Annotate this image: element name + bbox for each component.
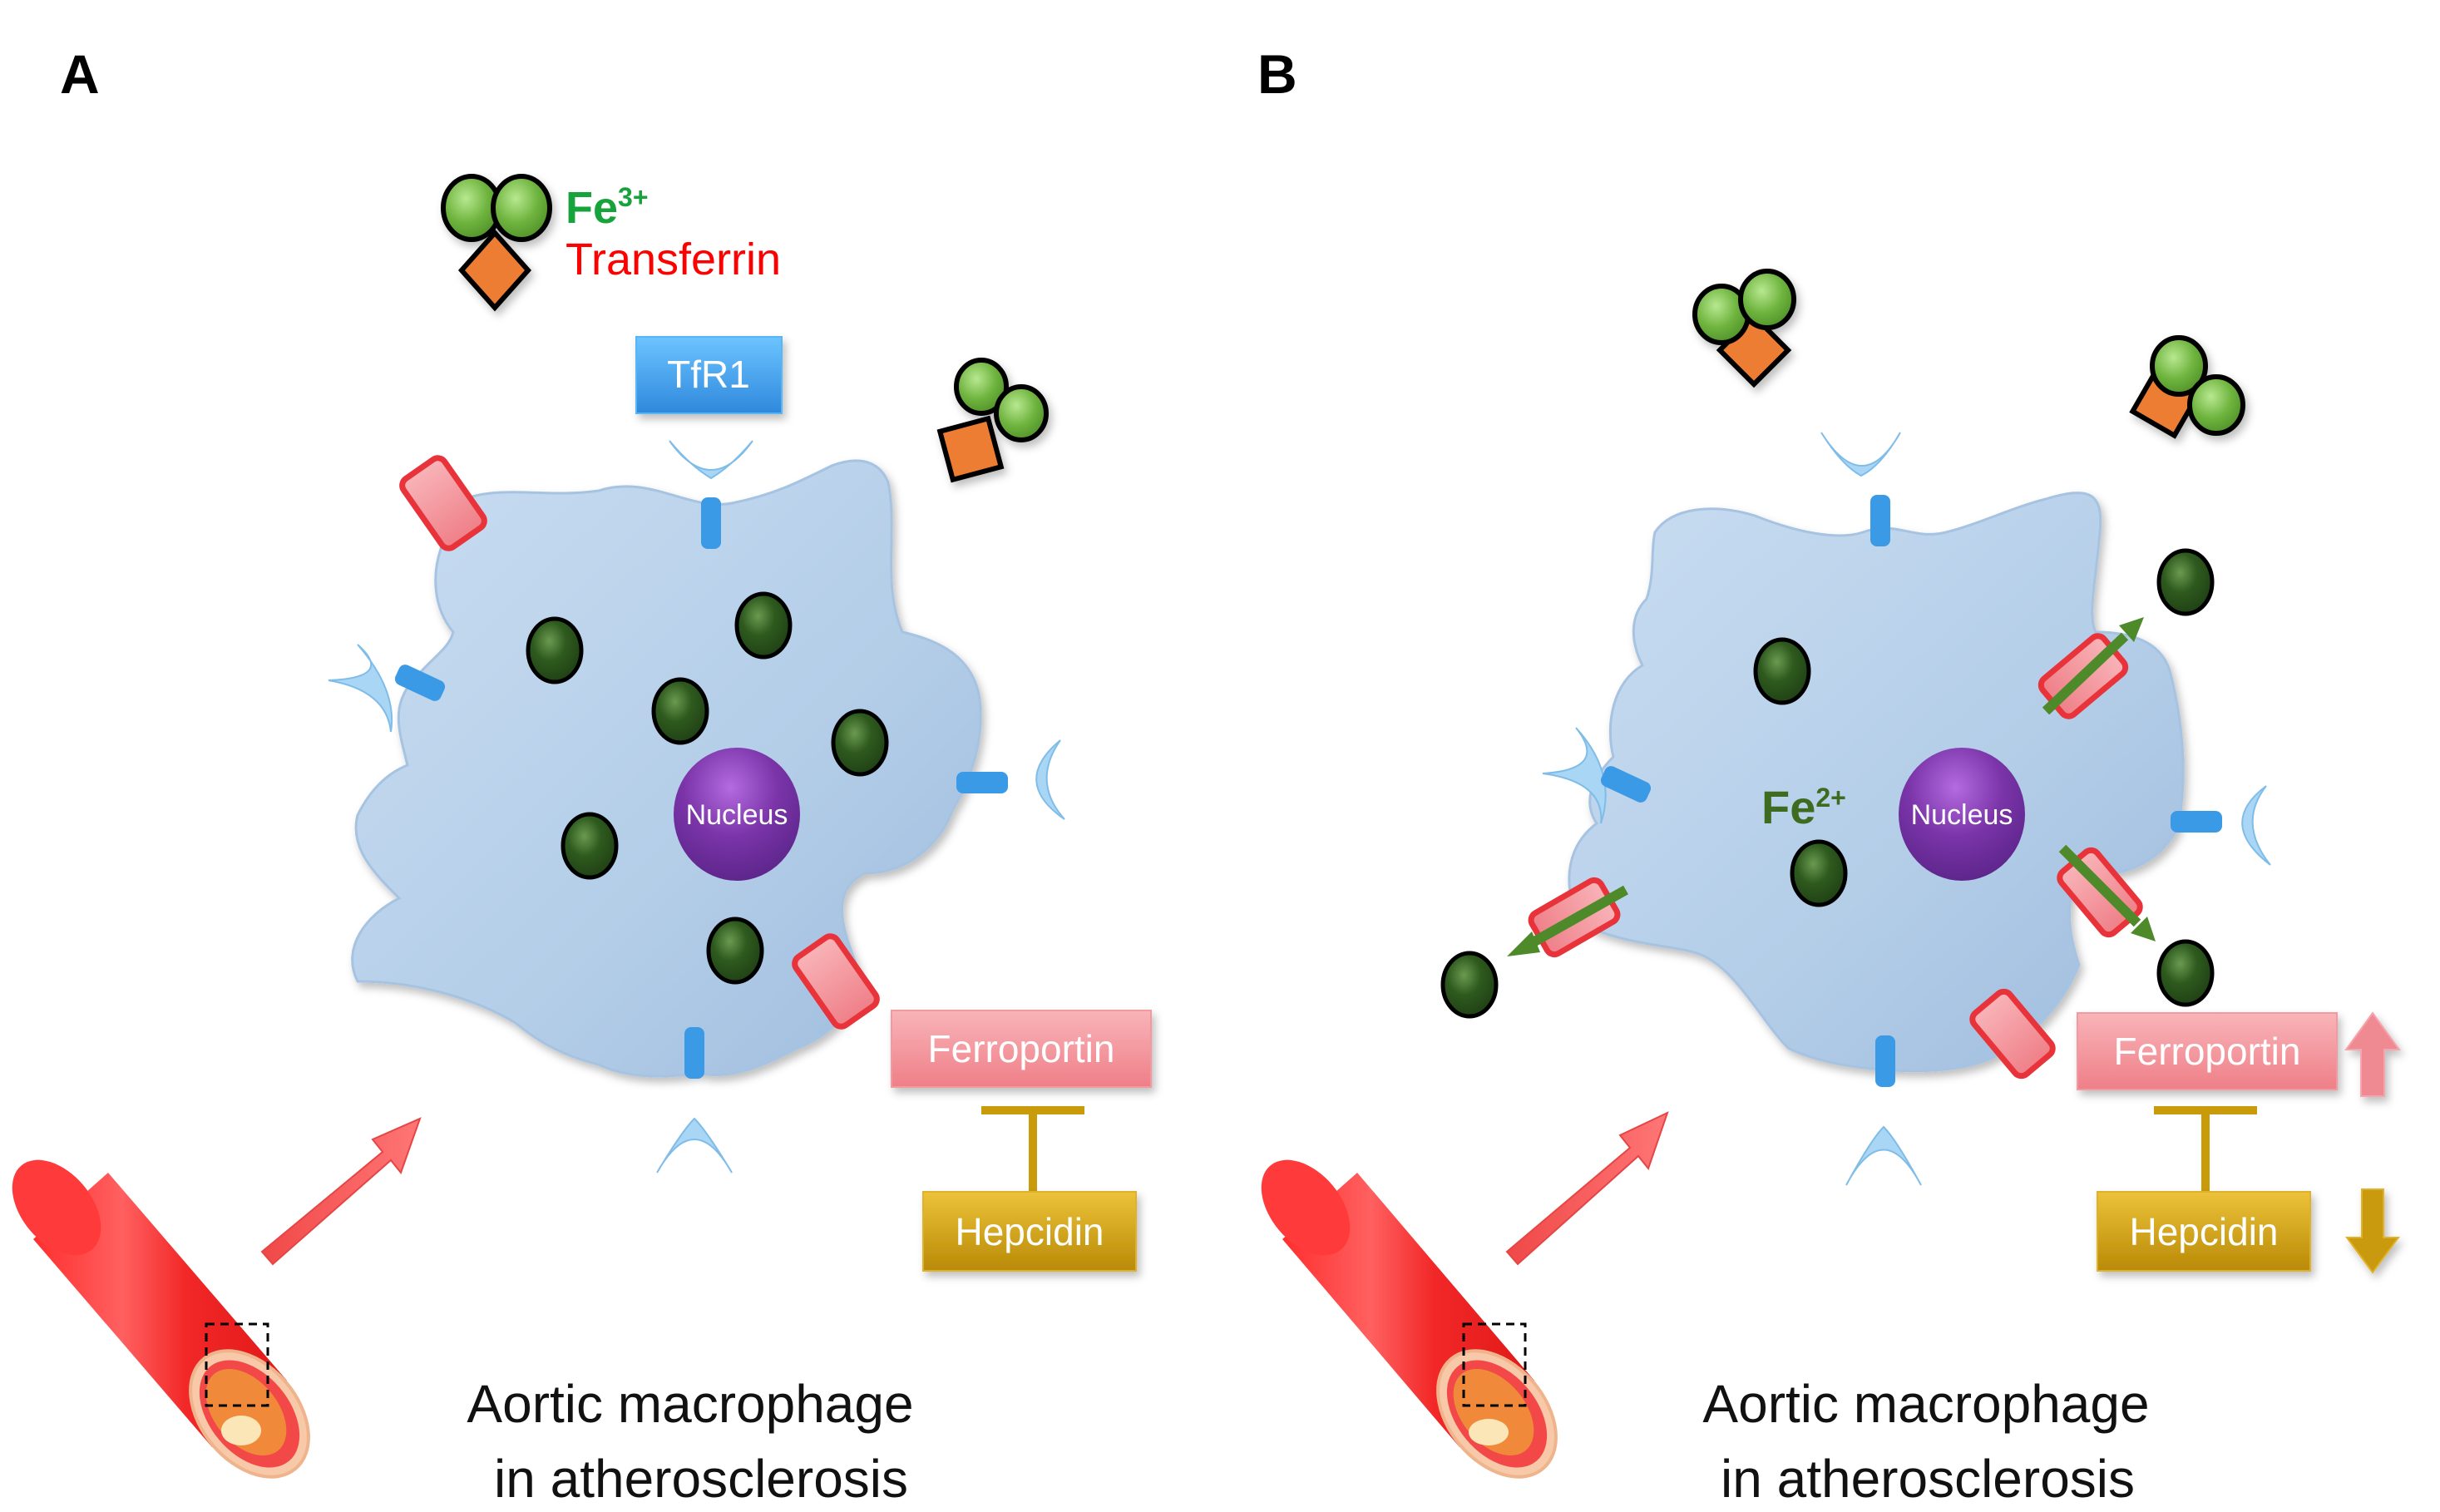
hepcidin-label-box: Hepcidin — [2097, 1191, 2311, 1272]
ferroportin-label-box: Ferroportin — [891, 1010, 1152, 1088]
hepcidin-label-box: Hepcidin — [922, 1191, 1137, 1272]
aorta-vessel-icon — [1261, 1159, 1558, 1479]
tfr1-receptor-bottom — [656, 1027, 733, 1174]
ferroportin-channel — [1969, 988, 2056, 1080]
transferrin-diamond — [457, 229, 532, 312]
legend-fe3-label: Fe3+ — [566, 182, 649, 233]
legend-transferrin-label: Transferrin — [566, 235, 781, 284]
nucleus: Nucleus — [674, 748, 800, 881]
tfr1-receptor-left — [328, 644, 446, 733]
iron-export-arrow — [2042, 632, 2129, 715]
svg-text:Ferroportin: Ferroportin — [928, 1027, 1115, 1070]
vessel-to-cell-arrow — [260, 1117, 422, 1266]
tfr1-receptor-top — [1820, 432, 1901, 546]
plaque-zoom-box — [1462, 1322, 1527, 1407]
caption-line-1: Aortic macrophage — [467, 1374, 913, 1434]
plaque-zoom-box — [205, 1322, 269, 1407]
hepcidin-inhibits-ferroportin — [981, 1106, 1084, 1193]
caption-line-1: Aortic macrophage — [1702, 1374, 2149, 1434]
hepcidin-down-arrow-icon — [2345, 1188, 2400, 1274]
ferroportin-channel — [792, 933, 880, 1030]
tfr1-receptor-top — [669, 440, 753, 549]
ferroportin-channel-exporting — [1507, 877, 1628, 958]
exported-iron — [1440, 548, 2215, 1019]
macrophage-cell — [351, 459, 982, 1078]
macrophage-cell — [1568, 492, 2185, 1073]
svg-text:TfR1: TfR1 — [667, 353, 750, 396]
svg-text:Nucleus: Nucleus — [686, 799, 788, 831]
transferrin-complex — [936, 358, 1049, 483]
panel-b: B — [1257, 43, 2401, 1509]
svg-text:Hepcidin: Hepcidin — [956, 1210, 1104, 1253]
ferroportin-channel-exporting — [2057, 844, 2156, 941]
transferrin-complex — [1692, 269, 1796, 388]
iron-export-arrow — [1528, 885, 1628, 949]
aorta-vessel-icon — [12, 1159, 310, 1479]
fe3-iron-sphere — [491, 174, 552, 242]
svg-text:Ferroportin: Ferroportin — [2114, 1030, 2301, 1073]
ferroportin-label-box: Ferroportin — [2077, 1012, 2338, 1090]
svg-text:Hepcidin: Hepcidin — [2130, 1210, 2279, 1253]
tfr1-receptor-right — [2171, 785, 2271, 866]
tfr1-receptor-right — [956, 739, 1065, 820]
intracellular-iron — [1753, 637, 1848, 907]
ferroportin-channel — [399, 455, 487, 551]
svg-text:Nucleus: Nucleus — [1911, 799, 2013, 831]
hepcidin-inhibits-ferroportin — [2154, 1106, 2257, 1193]
tfr1-receptor-bottom — [1845, 1035, 1922, 1186]
vessel-to-cell-arrow — [1505, 1111, 1669, 1266]
tfr1-label-box: TfR1 — [635, 336, 783, 414]
fe2-label: Fe2+ — [1761, 781, 1846, 833]
panel-letter-a: A — [60, 43, 100, 105]
transferrin-complex — [2129, 335, 2245, 439]
caption-line-2: in atherosclerosis — [494, 1449, 908, 1509]
caption-line-2: in atherosclerosis — [1721, 1449, 2135, 1509]
panel-letter-b: B — [1257, 43, 1297, 105]
iron-export-arrow — [2058, 844, 2141, 927]
panel-a: A Fe3+ Transferrin TfR1 — [12, 43, 1152, 1509]
intracellular-iron — [526, 591, 889, 985]
ferroportin-channel-exporting — [2037, 617, 2144, 719]
transferrin-complex-legend — [441, 174, 552, 312]
nucleus: Nucleus — [1899, 748, 2025, 881]
tfr1-receptor-left — [1542, 727, 1652, 824]
ferroportin-up-arrow-icon — [2344, 1011, 2401, 1097]
